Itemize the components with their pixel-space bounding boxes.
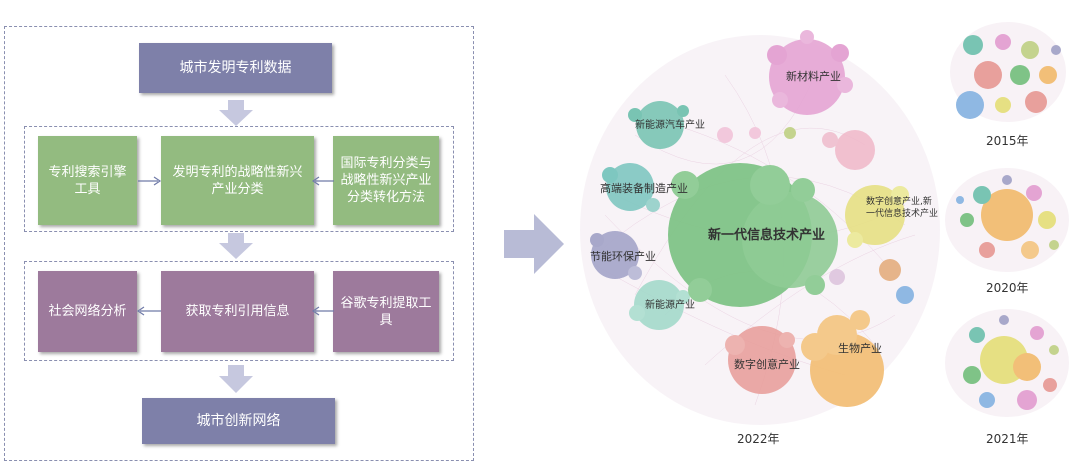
arrow-search-to-classify xyxy=(138,176,162,186)
cluster-nev xyxy=(636,101,684,149)
city-patent-data-label: 城市发明专利数据 xyxy=(179,59,292,76)
big-right-arrow xyxy=(504,214,564,274)
patent-classification-label: 发明专利的战略性新兴产业分类 xyxy=(172,164,303,197)
city-patent-data-box: 城市发明专利数据 xyxy=(139,43,332,93)
label-digital-it: 数字创意产业,新一代信息技术产业 xyxy=(866,197,939,219)
classification-section-frame xyxy=(24,126,454,232)
label-new-energy: 新能源产业 xyxy=(645,300,695,311)
network-visualization-2021 xyxy=(945,309,1069,417)
year-label-2022: 2022年 xyxy=(737,432,780,446)
google-patent-tool-box: 谷歌专利提取工具 xyxy=(333,271,439,352)
patent-search-tool-label: 专利搜索引擎工具 xyxy=(48,164,127,197)
social-network-analysis-label: 社会网络分析 xyxy=(48,304,127,319)
network-visualization-2015 xyxy=(950,22,1066,122)
cluster-new-materials xyxy=(769,39,845,115)
cluster-new-energy xyxy=(634,280,684,330)
city-innovation-network-label: 城市创新网络 xyxy=(196,412,281,429)
cluster-digital xyxy=(728,326,796,394)
flow-diagram-frame xyxy=(4,26,474,461)
city-innovation-network-box: 城市创新网络 xyxy=(142,398,335,444)
patent-search-tool-box: 专利搜索引擎工具 xyxy=(38,136,137,225)
year-label-2015: 2015年 xyxy=(986,134,1029,148)
label-it: 新一代信息技术产业 xyxy=(708,228,826,243)
cluster-small-pink xyxy=(835,130,875,170)
label-nev: 新能源汽车产业 xyxy=(635,120,705,131)
network-visualization-2020 xyxy=(945,168,1069,272)
label-bio: 生物产业 xyxy=(838,342,882,355)
label-new-materials: 新材料产业 xyxy=(786,70,841,83)
label-high-end: 高端装备制造产业 xyxy=(600,182,688,195)
network-visualization-2022 xyxy=(580,30,940,425)
down-arrow-3 xyxy=(219,365,253,393)
arrow-citation-to-sna xyxy=(137,306,161,316)
label-digital: 数字创意产业 xyxy=(734,358,800,371)
social-network-analysis-box: 社会网络分析 xyxy=(38,271,137,352)
arrow-convert-to-classify xyxy=(312,176,334,186)
arrow-google-to-citation xyxy=(312,306,334,316)
down-arrow-2 xyxy=(219,233,253,259)
citation-section-frame xyxy=(24,261,454,361)
patent-citation-label: 获取专利引用信息 xyxy=(185,304,290,319)
classification-conversion-box: 国际专利分类与战略性新兴产业分类转化方法 xyxy=(333,136,439,225)
patent-classification-box: 发明专利的战略性新兴产业分类 xyxy=(161,136,314,225)
year-label-2021: 2021年 xyxy=(986,432,1029,446)
patent-citation-box: 获取专利引用信息 xyxy=(161,271,314,352)
classification-conversion-label: 国际专利分类与战略性新兴产业分类转化方法 xyxy=(340,156,432,205)
down-arrow-1 xyxy=(219,100,253,126)
year-label-2020: 2020年 xyxy=(986,281,1029,295)
label-env: 节能环保产业 xyxy=(590,250,656,263)
google-patent-tool-label: 谷歌专利提取工具 xyxy=(340,295,432,328)
cluster-digital-it xyxy=(845,185,905,245)
